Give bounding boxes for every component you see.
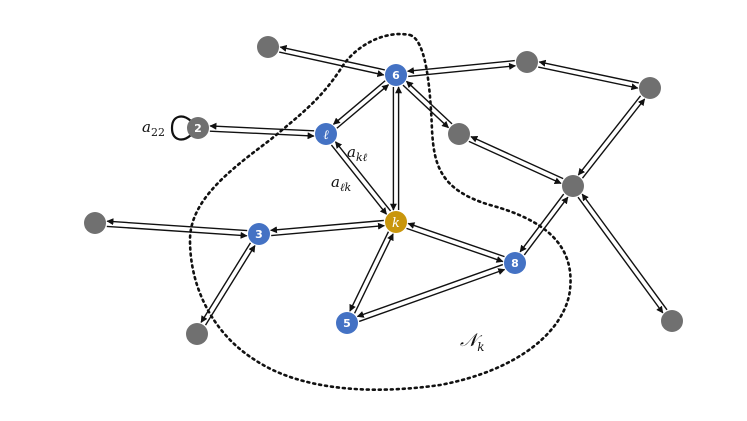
node-5 [336,312,358,334]
edge-arrow [353,233,394,314]
edge-arrow [358,268,506,323]
edge-arrow [470,135,564,180]
self-loop-weight-label: a22 [142,118,165,139]
edge-arrow [407,222,505,258]
edge-arrow [406,80,453,125]
node-2-label: 2 [194,122,202,135]
node-gray [186,323,208,345]
edge-arrow [332,80,386,125]
edge-arrow [468,140,562,185]
edge-arrow [519,193,565,253]
edge-arrow [406,227,504,263]
edge-arrow [538,59,639,84]
edge-arrow [106,225,248,239]
edge-arrow [356,263,504,318]
edge-arrow [209,122,315,132]
node-3-label: 3 [255,228,263,241]
weight-kl-label: akℓ [347,143,368,164]
edge-arrow [106,218,248,232]
node-2 [187,117,209,139]
edge-arrow [581,98,646,179]
neighborhood-label: 𝒩k [460,330,485,354]
node-6-label: 6 [392,69,400,82]
neighborhood-boundary [188,32,572,391]
edge-arrow [330,144,388,215]
edge-arrow [581,193,668,311]
edge-arrow [271,222,385,237]
edge-arrow [200,242,252,324]
node-6 [385,64,407,86]
weight-lk-label: aℓk [331,173,352,194]
edge-arrow [577,196,664,314]
node-3 [248,223,270,245]
node-gray [84,212,106,234]
node-8-label: 8 [511,257,519,270]
edge-arrow [279,51,385,78]
self-loop-edge [170,115,192,141]
node-gray [516,51,538,73]
node-k [385,211,407,233]
node-gray [639,77,661,99]
node-gray [257,36,279,58]
node-l [315,123,337,145]
node-k-label: k [392,216,400,231]
nodes-group: 2 6 ℓ k 3 8 5 [84,36,683,345]
node-gray [562,175,584,197]
node-gray [661,310,683,332]
edge-arrow [204,244,256,326]
edge-arrow [279,44,385,71]
edge-arrow [336,84,390,129]
edge-arrow [577,95,642,176]
edge-arrow [209,130,315,140]
edge-arrow [334,141,392,212]
edge-arrow [406,59,515,75]
edge-arrow [523,196,569,256]
edge-arrow [270,219,384,234]
node-8 [504,252,526,274]
edge-arrow [349,231,390,312]
edges-group [106,44,668,326]
node-l-label: ℓ [323,128,329,143]
edge-arrow [538,66,639,91]
edge-arrow [408,62,517,78]
node-5-label: 5 [343,317,351,330]
node-gray [448,123,470,145]
edge-arrow [402,84,449,129]
